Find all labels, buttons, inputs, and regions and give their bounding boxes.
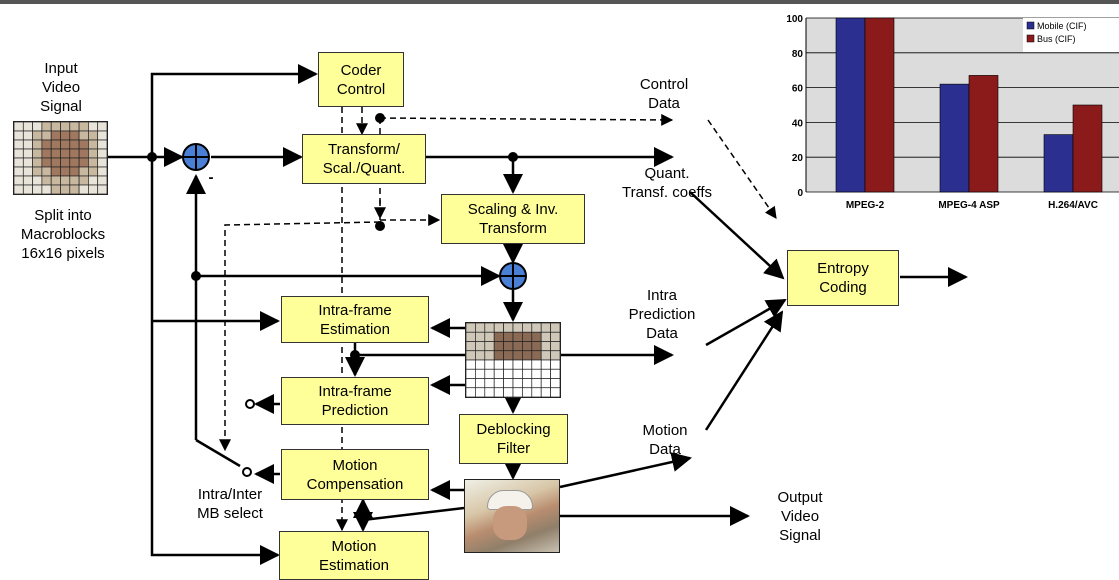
junction-dot [147, 152, 157, 162]
junction-dot [375, 113, 385, 123]
motion-estimation-block: Motion Estimation [279, 531, 429, 580]
chart-x-tick-label: MPEG-2 [846, 200, 885, 211]
chart-bar [1043, 134, 1074, 193]
feed-coder-control-line [150, 64, 318, 157]
chart-bar [939, 83, 970, 193]
chart-bar [1072, 104, 1103, 193]
chart-x-tick-label: MPEG-4 ASP [938, 200, 1000, 211]
output-video-label: Output Video Signal [777, 489, 823, 544]
switch-terminal [245, 399, 255, 409]
motion-to-entropy-line [704, 310, 784, 431]
chart-y-tick-label: 80 [792, 49, 804, 60]
chart-x-tick-label: H.264/AVC [1048, 200, 1098, 211]
junction-dot [191, 271, 201, 281]
junction-dot [375, 221, 385, 231]
junction-dot [350, 350, 360, 360]
chart-bar [835, 17, 866, 193]
adder-1 [182, 143, 210, 171]
transform-block: Transform/ Scal./Quant. [302, 134, 426, 184]
decoded-frame-image [464, 479, 560, 553]
intra-inter-select-label: Intra/Inter MB select [197, 486, 263, 522]
entropy-coding-block: Entropy Coding [787, 250, 899, 306]
motion-compensation-block: Motion Compensation [281, 449, 429, 500]
feed-motion-estimation-line [150, 157, 280, 565]
frame-to-me-line [362, 506, 465, 522]
chart-legend [1023, 18, 1119, 52]
junction-dot [358, 515, 368, 525]
input-frame-image [13, 121, 108, 195]
control-data-line [379, 113, 674, 126]
coeffs-to-entropy-line [689, 191, 785, 280]
chart-y-tick-label: 60 [792, 84, 804, 95]
input-label: Input Video Signal [40, 60, 82, 115]
deblocking-filter-block: Deblocking Filter [459, 414, 568, 464]
chart-y-tick-label: 0 [797, 188, 803, 199]
quant-coeffs-label: Quant. Transf. coeffs [621, 165, 713, 201]
chart-y-tick-label: 100 [786, 14, 803, 25]
split-label: Split into Macroblocks 16x16 pixels [20, 207, 106, 262]
control-to-select-line [219, 221, 381, 452]
chart-y-tick-label: 40 [792, 118, 804, 129]
coder-control-block: Coder Control [318, 52, 404, 107]
chart-legend-swatch [1026, 34, 1035, 43]
chart-legend-swatch [1026, 21, 1035, 30]
motion-data-label: Motion Data [642, 422, 688, 458]
motion-data-line [559, 452, 692, 489]
chart-legend-label: Bus (CIF) [1037, 34, 1076, 44]
switch-terminal [242, 467, 252, 477]
adder-2 [499, 262, 527, 290]
chart-legend-label: Mobile (CIF) [1037, 21, 1087, 31]
chart-bar [864, 17, 895, 193]
top-border [0, 0, 1119, 4]
intra-to-entropy-line [705, 298, 787, 347]
intra-prediction-data-label: Intra Prediction Data [628, 287, 696, 342]
chart-y-tick-label: 20 [792, 153, 804, 164]
reconstructed-macroblock-grid [465, 322, 561, 398]
chart-bar [968, 75, 999, 193]
minus-sign: - [208, 169, 214, 186]
intra-prediction-block: Intra-frame Prediction [281, 377, 429, 425]
mb-select-switch [195, 438, 241, 468]
junction-dot [508, 152, 518, 162]
intra-estimation-block: Intra-frame Estimation [281, 296, 429, 343]
control-data-label: Control Data [639, 76, 689, 112]
scaling-inverse-transform-block: Scaling & Inv. Transform [441, 194, 585, 244]
